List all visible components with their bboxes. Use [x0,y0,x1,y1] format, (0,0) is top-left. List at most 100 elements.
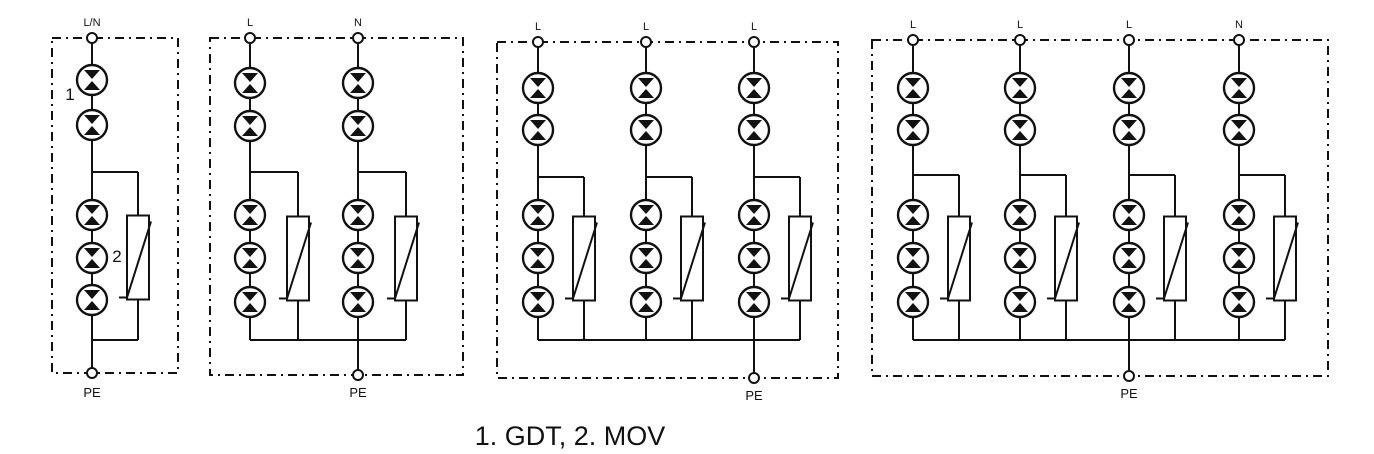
gdt-symbol [521,113,555,147]
pole-terminal [748,36,760,48]
gdt-symbol [341,109,375,143]
pole-1: L [896,19,973,340]
gdt-symbol [896,71,930,105]
gdt-symbol [1003,241,1037,275]
pole-label: N [1235,19,1243,31]
gdt-symbol [896,113,930,147]
pole-terminal [907,34,919,46]
mov-symbol [119,214,152,301]
pole-label: L/N [83,17,100,29]
spd-module-3: L L L PE [496,21,839,403]
enclosure-outline [209,37,464,376]
pole-3: L [737,21,814,340]
gdt-symbol [629,285,663,319]
gdt-symbol [521,285,555,319]
enclosure-outline [51,37,179,374]
gdt-symbol [341,241,375,275]
pe-label: PE [745,388,763,403]
gdt-symbol [1003,113,1037,147]
gdt-symbol [233,66,267,100]
pe-label: PE [1120,386,1138,401]
pole-1: L [521,21,598,340]
gdt-symbol [75,63,109,97]
gdt-symbol [1112,113,1146,147]
gdt-symbol [75,241,109,275]
gdt-symbol [75,283,109,317]
mov-symbol [565,215,598,302]
gdt-symbol [75,108,109,142]
enclosure-outline [871,39,1329,377]
gdt-symbol [896,285,930,319]
pole-4: N [1222,19,1299,340]
pole-1: L [233,17,312,340]
gdt-symbol [1222,71,1256,105]
gdt-symbol [737,241,771,275]
caption: 1. GDT, 2. MOV [475,421,666,451]
gdt-symbol [341,285,375,319]
mov-symbol [279,215,312,302]
gdt-symbol [233,285,267,319]
pole-label: L [535,21,541,33]
pole-label: L [643,21,649,33]
pe-label: PE [83,385,101,400]
gdt-symbol [629,241,663,275]
gdt-symbol [1003,71,1037,105]
pole-label: L [247,17,253,29]
gdt-symbol [233,241,267,275]
gdt-symbol [629,113,663,147]
pole-2: L [1003,19,1080,340]
pole-terminal [1014,34,1026,46]
gdt-symbol [737,198,771,232]
mov-symbol [781,215,814,302]
pe-terminal [1123,370,1135,382]
gdt-symbol [1222,113,1256,147]
pe-terminal [86,367,98,379]
pole-terminal [1233,34,1245,46]
pole-terminal [532,36,544,48]
gdt-symbol [1112,71,1146,105]
pole-label: N [354,17,362,29]
mov-symbol [1156,215,1189,302]
gdt-symbol [896,241,930,275]
enclosure-outline [496,41,839,379]
gdt-symbol [1112,198,1146,232]
gdt-symbol [341,66,375,100]
pole-label: L [910,19,916,31]
gdt-symbol [521,71,555,105]
mov-symbol [673,215,706,302]
gdt-symbol [75,198,109,232]
pole-2: L [629,21,706,340]
pe-terminal [748,372,760,384]
pole-1: L/N [75,17,152,340]
mov-symbol [1047,215,1080,302]
gdt-marker-label: 1 [65,85,74,104]
gdt-symbol [896,198,930,232]
gdt-symbol [737,71,771,105]
gdt-symbol [1222,285,1256,319]
gdt-symbol [1222,198,1256,232]
pole-label: L [1017,19,1023,31]
pe-label: PE [349,385,367,400]
gdt-symbol [1112,285,1146,319]
spd-module-1: L/N PE 1 2 [51,17,179,400]
gdt-symbol [1003,285,1037,319]
pole-terminal [352,32,364,44]
pole-terminal [1123,34,1135,46]
gdt-symbol [521,241,555,275]
gdt-symbol [629,198,663,232]
mov-marker-label: 2 [112,247,121,266]
pe-terminal [352,369,364,381]
spd-module-2: L N PE [209,17,464,400]
pole-terminal [244,32,256,44]
mov-symbol [940,215,973,302]
gdt-symbol [1003,198,1037,232]
gdt-symbol [1112,241,1146,275]
mov-symbol [387,215,420,302]
gdt-symbol [233,198,267,232]
mov-symbol [1266,215,1299,302]
gdt-symbol [737,113,771,147]
gdt-symbol [737,285,771,319]
gdt-symbol [521,198,555,232]
